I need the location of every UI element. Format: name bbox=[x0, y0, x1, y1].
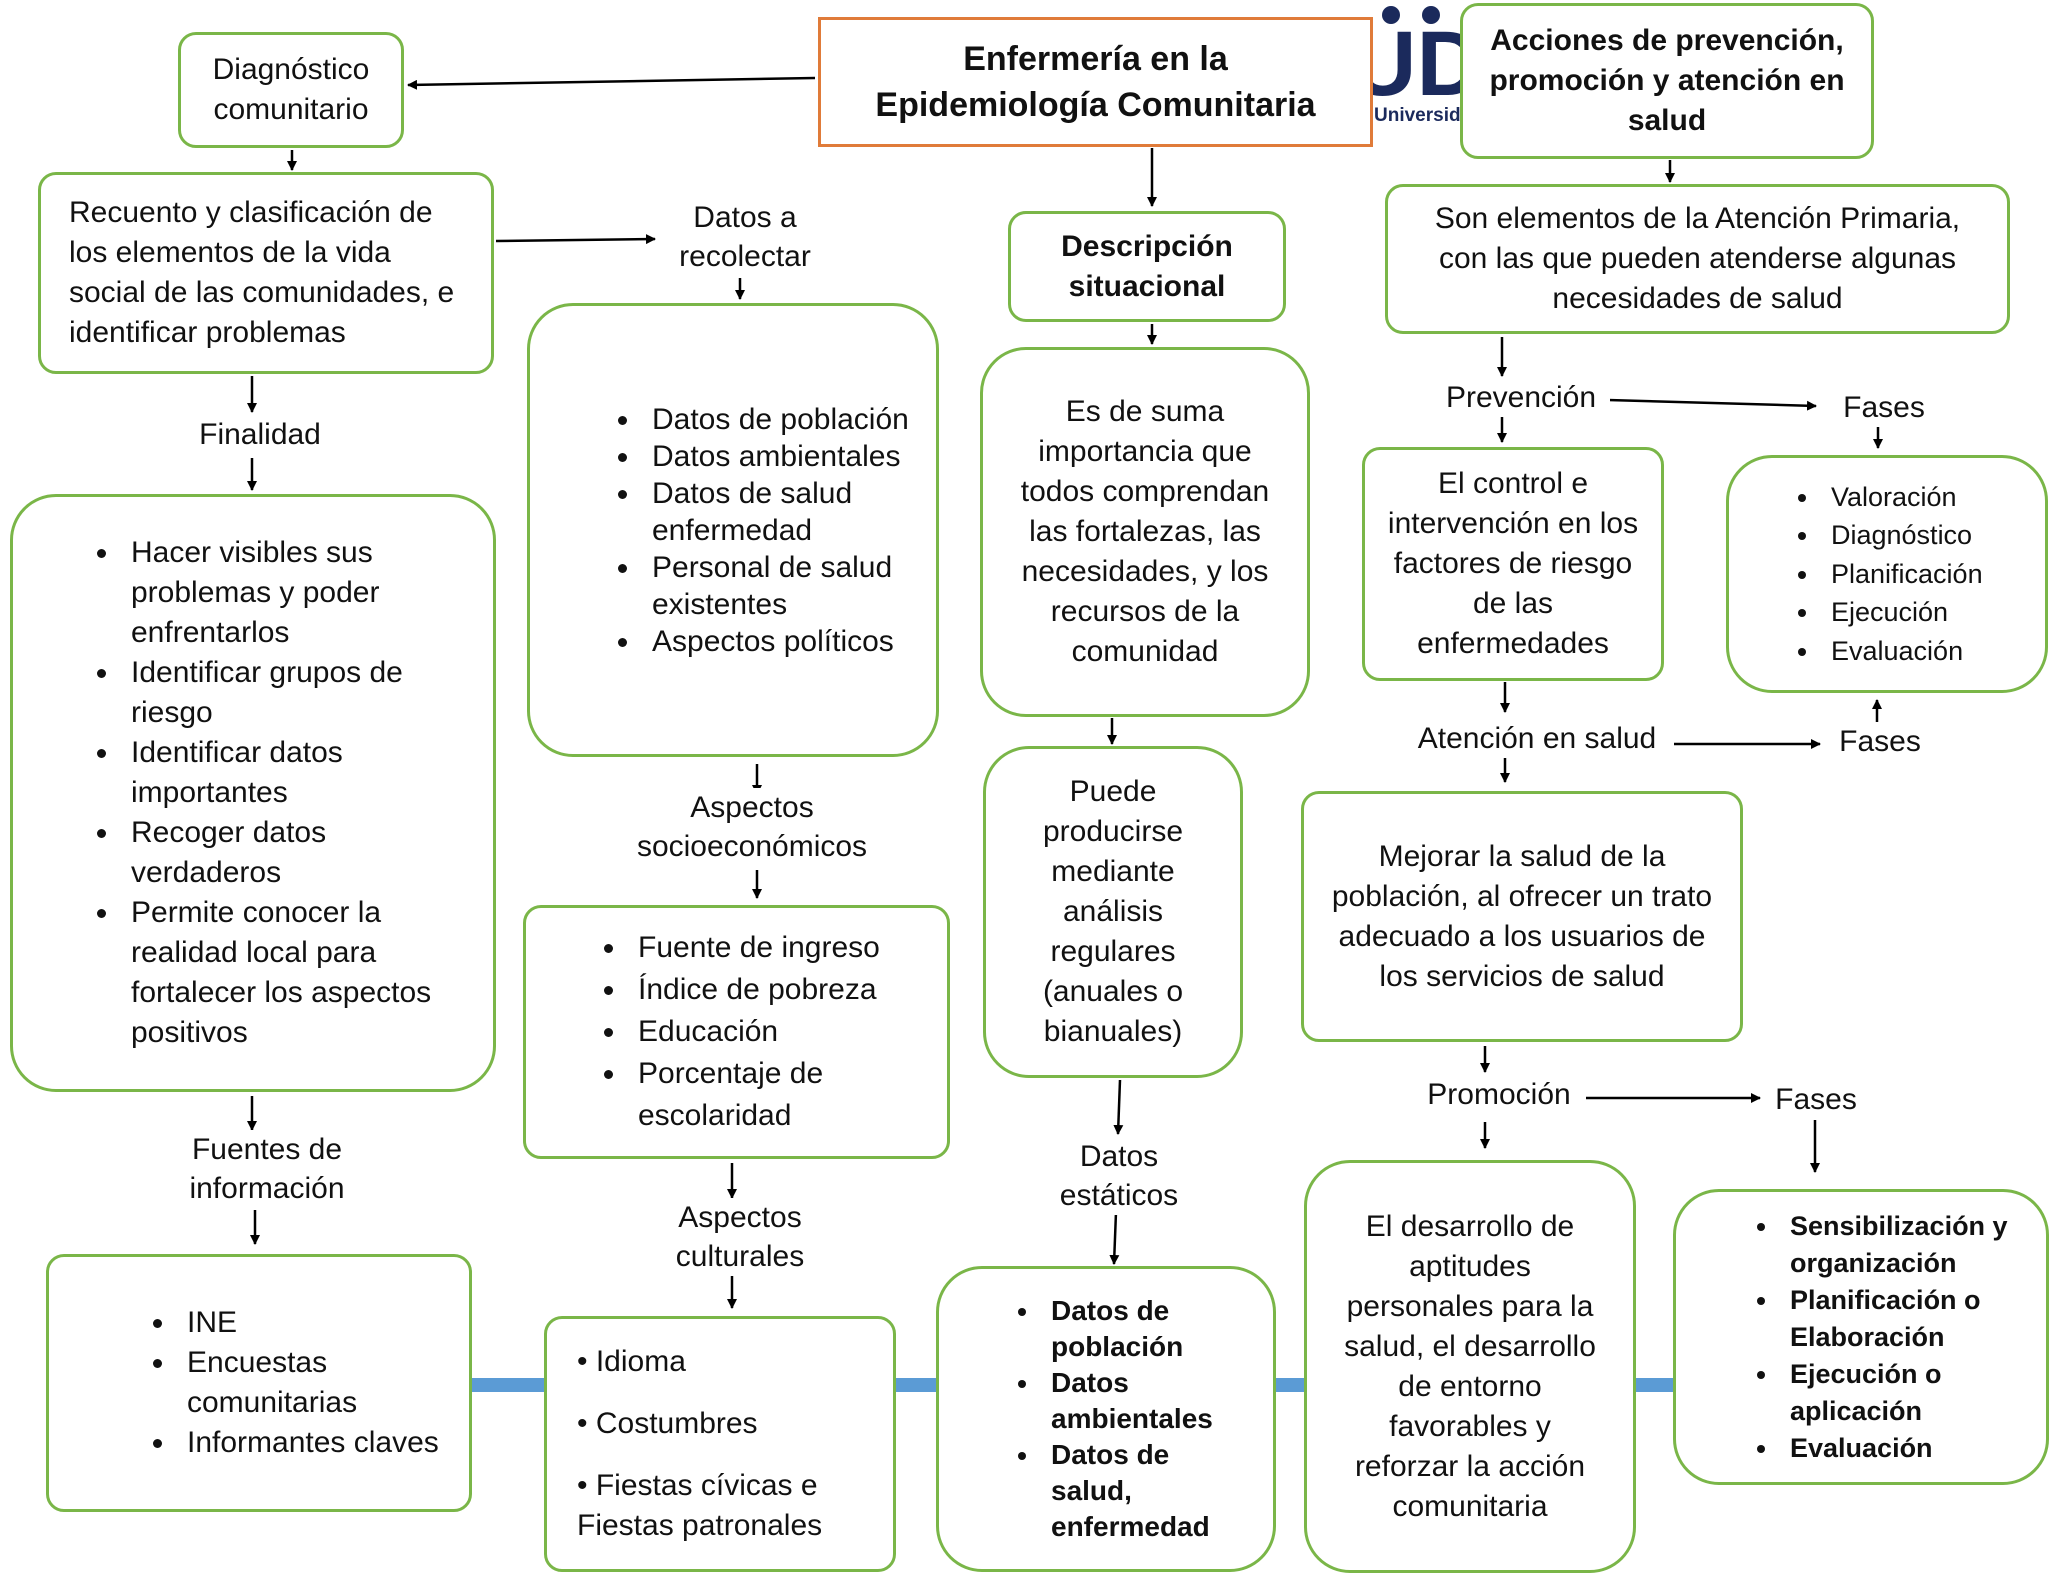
datos-estaticos-box: Datos de población Datos ambientales Dat… bbox=[936, 1266, 1276, 1572]
finalidad-item: Permite conocer la realidad local para f… bbox=[121, 893, 463, 1053]
fases-label-2: Fases bbox=[1828, 722, 1932, 761]
socioeconomicos-item: Porcentaje de escolaridad bbox=[628, 1053, 927, 1137]
prevencion-label: Prevención bbox=[1432, 378, 1610, 417]
finalidad-item: Hacer visibles sus problemas y poder enf… bbox=[121, 533, 463, 653]
analisis-box: Puede producirse mediante análisis regul… bbox=[983, 746, 1243, 1078]
fases-box: Valoración Diagnóstico Planificación Eje… bbox=[1726, 455, 2048, 693]
socioeconomicos-list: Fuente de ingreso Índice de pobreza Educ… bbox=[580, 927, 927, 1137]
cultural-item: • Costumbres bbox=[577, 1407, 758, 1440]
fuentes-item: Informantes claves bbox=[177, 1423, 449, 1463]
finalidad-item: Recoger datos verdaderos bbox=[121, 813, 463, 893]
promocion-box: El desarrollo de aptitudes personales pa… bbox=[1304, 1160, 1636, 1573]
prevencion-box: El control e intervención en los factore… bbox=[1362, 447, 1664, 681]
finalidad-box: Hacer visibles sus problemas y poder enf… bbox=[10, 494, 496, 1092]
datos-item: Datos de salud enfermedad bbox=[642, 475, 912, 549]
datos-list: Datos de población Datos ambientales Dat… bbox=[594, 401, 912, 660]
socioeconomicos-item: Índice de pobreza bbox=[628, 969, 927, 1011]
fases-label-1: Fases bbox=[1832, 388, 1936, 427]
promocion-fases-box: Sensibilización y organización Planifica… bbox=[1673, 1189, 2049, 1485]
finalidad-item: Identificar grupos de riesgo bbox=[121, 653, 463, 733]
datos-estaticos-list: Datos de población Datos ambientales Dat… bbox=[993, 1293, 1253, 1545]
promocion-fases-item: Ejecución o aplicación bbox=[1780, 1356, 2038, 1430]
promocion-fases-item: Planificación o Elaboración bbox=[1780, 1282, 2038, 1356]
main-title: Enfermería en la Epidemiología Comunitar… bbox=[818, 17, 1373, 147]
socioeconomicos-item: Fuente de ingreso bbox=[628, 927, 927, 969]
socioeconomicos-item: Educación bbox=[628, 1011, 927, 1053]
datos-item: Personal de salud existentes bbox=[642, 549, 912, 623]
datos-estaticos-item: Datos ambientales bbox=[1041, 1365, 1253, 1437]
cultural-item: • Fiestas cívicas e Fiestas patronales bbox=[577, 1469, 823, 1542]
fases-item: Valoración bbox=[1821, 478, 1983, 517]
socioeconomicos-label: Aspectos socioeconómicos bbox=[618, 788, 886, 866]
finalidad-item: Identificar datos importantes bbox=[121, 733, 463, 813]
datos-item: Aspectos políticos bbox=[642, 623, 912, 660]
fases-item: Ejecución bbox=[1821, 593, 1983, 632]
datos-estaticos-item: Datos de salud, enfermedad bbox=[1041, 1437, 1253, 1545]
socioeconomicos-box: Fuente de ingreso Índice de pobreza Educ… bbox=[523, 905, 950, 1159]
descripcion-situacional-box: Descripción situacional bbox=[1008, 211, 1286, 322]
promocion-label: Promoción bbox=[1412, 1075, 1586, 1114]
fases-label-3: Fases bbox=[1762, 1080, 1870, 1119]
datos-recolectar-label: Datos a recolectar bbox=[656, 198, 834, 276]
datos-box: Datos de población Datos ambientales Dat… bbox=[527, 303, 939, 757]
recuento-box: Recuento y clasificación de los elemento… bbox=[38, 172, 494, 374]
atencion-box: Mejorar la salud de la población, al ofr… bbox=[1301, 791, 1743, 1042]
promocion-fases-list: Sensibilización y organización Planifica… bbox=[1732, 1208, 2038, 1467]
fases-list: Valoración Diagnóstico Planificación Eje… bbox=[1773, 478, 1983, 671]
cultural-item: • Idioma bbox=[577, 1345, 686, 1378]
atencion-label: Atención en salud bbox=[1400, 719, 1674, 758]
finalidad-label: Finalidad bbox=[186, 415, 334, 454]
datos-item: Datos de población bbox=[642, 401, 912, 438]
culturales-label: Aspectos culturales bbox=[656, 1198, 824, 1276]
fases-item: Planificación bbox=[1821, 555, 1983, 594]
importancia-box: Es de suma importancia que todos compren… bbox=[980, 347, 1310, 717]
diagnostico-comunitario-box: Diagnóstico comunitario bbox=[178, 32, 404, 148]
finalidad-list: Hacer visibles sus problemas y poder enf… bbox=[73, 533, 463, 1053]
promocion-fases-item: Sensibilización y organización bbox=[1780, 1208, 2038, 1282]
datos-item: Datos ambientales bbox=[642, 438, 912, 475]
fuentes-label: Fuentes de información bbox=[168, 1130, 366, 1208]
acciones-box: Acciones de prevención, promoción y aten… bbox=[1460, 3, 1874, 159]
culturales-box: • Idioma • Costumbres • Fiestas cívicas … bbox=[544, 1316, 896, 1572]
datos-estaticos-item: Datos de población bbox=[1041, 1293, 1253, 1365]
datos-estaticos-label: Datos estáticos bbox=[1040, 1137, 1198, 1215]
promocion-fases-item: Evaluación bbox=[1780, 1430, 2038, 1467]
fuentes-list: INE Encuestas comunitarias Informantes c… bbox=[129, 1303, 449, 1463]
fuentes-item: INE bbox=[177, 1303, 449, 1343]
atencion-primaria-box: Son elementos de la Atención Primaria, c… bbox=[1385, 184, 2010, 334]
fuentes-item: Encuestas comunitarias bbox=[177, 1343, 449, 1423]
fases-item: Diagnóstico bbox=[1821, 516, 1983, 555]
fases-item: Evaluación bbox=[1821, 632, 1983, 671]
logo-caption: Universidad bbox=[1374, 105, 1483, 126]
fuentes-box: INE Encuestas comunitarias Informantes c… bbox=[46, 1254, 472, 1512]
